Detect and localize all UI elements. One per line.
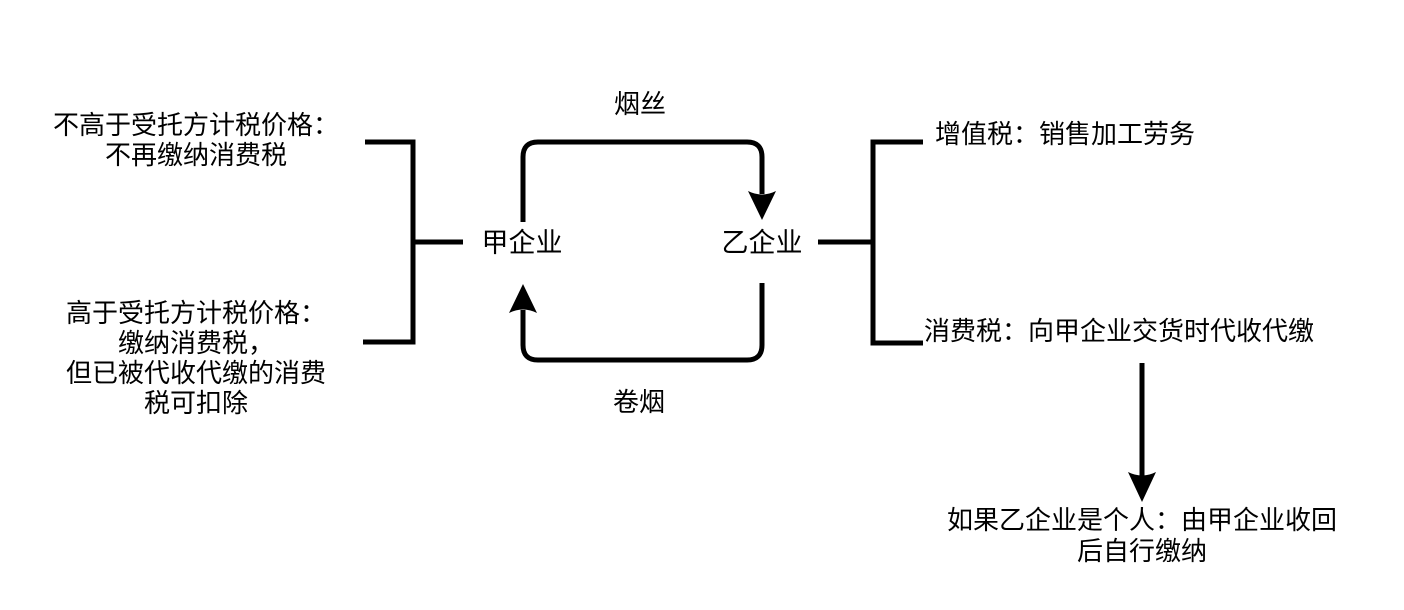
- right-bracket-line: [870, 139, 923, 346]
- label-cigarettes: 卷烟: [612, 387, 665, 417]
- entity-b-label: 乙企业: [721, 228, 803, 258]
- note-vat: 增值税：销售加工劳务: [935, 119, 1196, 149]
- top-flow-arrowhead-down-icon: [748, 191, 776, 220]
- note-individual-case: 如果乙企业是个人：由甲企业收回 后自行缴纳: [946, 505, 1337, 566]
- label-cut-tobacco: 烟丝: [613, 89, 666, 119]
- entity-a-label: 甲企业: [481, 228, 563, 258]
- bottom-flow-arrowhead-up-icon: [509, 284, 537, 313]
- consumption-tax-down-arrowhead-icon: [1128, 472, 1156, 502]
- note-consumption-tax: 消费税：向甲企业交货时代收代缴: [924, 316, 1315, 346]
- note-not-above-price: 不高于受托方计税价格： 不再缴纳消费税: [52, 110, 339, 170]
- bottom-flow-line: [520, 283, 765, 363]
- note-above-price: 高于受托方计税价格： 缴纳消费税， 但已被代收代缴的消费 税可扣除: [65, 298, 326, 418]
- top-flow-line: [520, 139, 765, 222]
